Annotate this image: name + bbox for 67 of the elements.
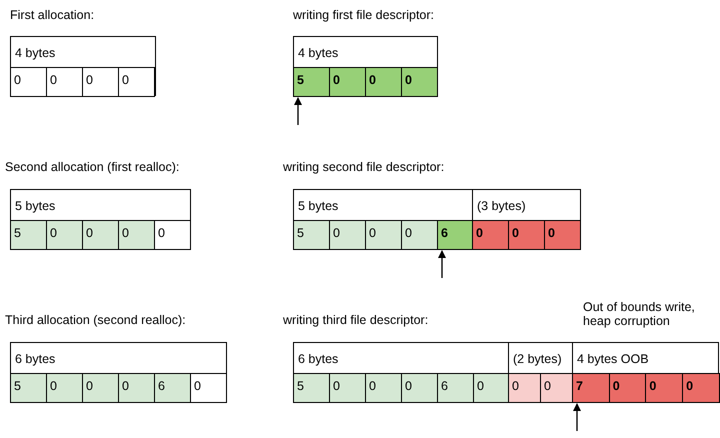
pointer-arrow	[573, 403, 581, 431]
byte-cell: 0	[608, 373, 646, 403]
memory-block	[293, 36, 438, 96]
memory-block	[293, 189, 473, 249]
byte-cell: 0	[46, 67, 83, 97]
byte-cell: 0	[82, 220, 119, 250]
byte-cell: 0	[329, 373, 366, 403]
caption-text: writing third file descriptor:	[283, 313, 428, 327]
size-label: (2 bytes)	[513, 352, 562, 366]
pointer-arrow	[294, 97, 302, 125]
byte-cell: 0	[508, 220, 545, 250]
byte-cell: 0	[365, 67, 402, 97]
byte-cell: 5	[10, 373, 47, 403]
byte-cell: 5	[293, 220, 330, 250]
byte-cell: 0	[401, 373, 438, 403]
caption-text: Out of bounds write, heap corruption	[583, 300, 696, 328]
pointer-arrow	[438, 250, 446, 278]
size-label: 4 bytes	[298, 46, 338, 60]
byte-cell: 0	[118, 373, 155, 403]
memory-block	[572, 342, 719, 402]
caption-text: Second allocation (first realloc):	[5, 160, 180, 174]
memory-block	[10, 36, 156, 96]
byte-cell: 0	[401, 220, 438, 250]
byte-cell: 0	[365, 373, 402, 403]
size-label: 5 bytes	[15, 199, 56, 213]
byte-cell: 5	[293, 67, 330, 97]
byte-cell: 6	[154, 373, 191, 403]
memory-block	[10, 342, 227, 402]
byte-cell: 0	[645, 373, 684, 403]
byte-cell: 0	[365, 220, 402, 250]
byte-cell: 0	[540, 373, 573, 403]
memory-block	[10, 189, 191, 249]
byte-cell: 0	[329, 67, 366, 97]
size-label: 5 bytes	[298, 199, 338, 213]
size-label: 6 bytes	[15, 352, 56, 366]
byte-cell: 0	[508, 373, 541, 403]
byte-cell: 0	[473, 373, 510, 403]
caption-text: Third allocation (second realloc):	[5, 313, 186, 327]
memory-block	[293, 342, 509, 402]
byte-cell: 0	[10, 67, 47, 97]
byte-cell: 0	[190, 373, 227, 403]
byte-cell: 0	[82, 67, 119, 97]
byte-cell: 6	[437, 220, 474, 250]
caption-text: writing second file descriptor:	[283, 160, 444, 174]
caption-text: writing first file descriptor:	[293, 8, 434, 22]
memory-block	[472, 189, 581, 249]
byte-cell: 0	[46, 373, 83, 403]
byte-cell: 6	[437, 373, 474, 403]
byte-cell: 0	[472, 220, 509, 250]
byte-cell: 0	[82, 373, 119, 403]
size-label: 4 bytes	[15, 46, 56, 60]
byte-cell: 5	[10, 220, 47, 250]
byte-cell: 0	[401, 67, 438, 97]
byte-cell: 0	[46, 220, 83, 250]
byte-cell: 0	[544, 220, 581, 250]
caption-text: First allocation:	[10, 8, 94, 22]
byte-cell: 5	[293, 373, 330, 403]
byte-cell: 0	[118, 67, 155, 97]
byte-cell: 7	[572, 373, 610, 403]
byte-cell: 0	[118, 220, 155, 250]
byte-cell: 0	[154, 220, 191, 250]
byte-cell: 0	[682, 373, 720, 403]
byte-cell: 0	[329, 220, 366, 250]
size-label: (3 bytes)	[477, 199, 526, 213]
size-label: 6 bytes	[298, 352, 338, 366]
memory-block	[508, 342, 573, 402]
size-label: 4 bytes OOB	[577, 352, 649, 366]
